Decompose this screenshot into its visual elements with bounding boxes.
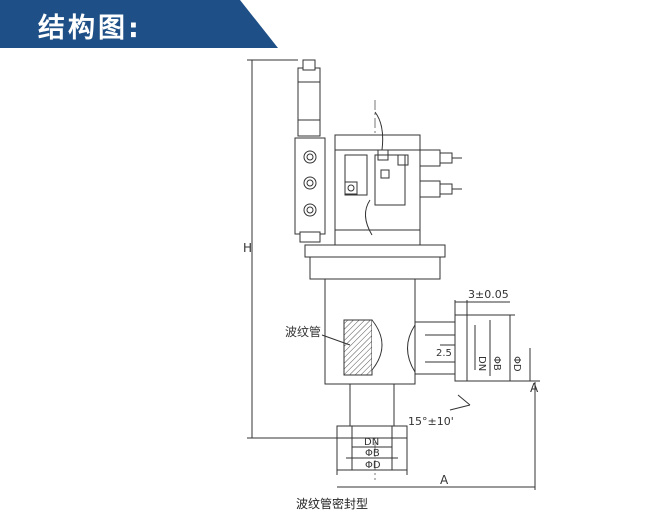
bottom-d-label: ΦD bbox=[365, 460, 381, 471]
gap-dimension-label: 3±0.05 bbox=[468, 288, 509, 301]
header-banner bbox=[0, 0, 300, 50]
side-b-label: ΦB bbox=[491, 356, 502, 371]
bottom-a-label: A bbox=[440, 473, 449, 487]
page-title: 结构图: bbox=[38, 13, 142, 44]
height-dimension-label: H bbox=[243, 241, 252, 255]
side-d-label: ΦD bbox=[511, 356, 522, 372]
bellows-label: 波纹管 bbox=[285, 324, 321, 339]
side-offset-label: 2.5 bbox=[436, 348, 452, 359]
bottom-b-label: ΦB bbox=[365, 448, 380, 459]
side-dn-label: DN bbox=[476, 356, 487, 371]
drawing-caption: 波纹管密封型 bbox=[295, 497, 368, 511]
bottom-dn-label: DN bbox=[364, 437, 379, 448]
angle-label: 15°±10' bbox=[408, 415, 454, 428]
side-a-label: A bbox=[530, 381, 539, 395]
